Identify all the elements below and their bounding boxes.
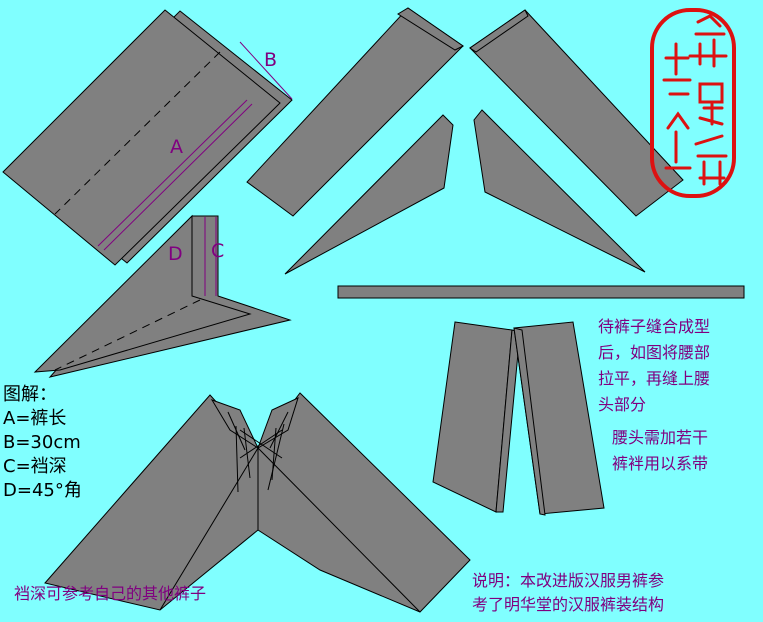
tie-left-2: [235, 425, 239, 493]
note-waist-flatten-line: 头部分: [598, 395, 647, 414]
crease-left: [159, 447, 259, 611]
legend-title: 图解：: [3, 384, 57, 405]
note-crotch-depth: 裆深可参考自己的其他裤子: [14, 584, 207, 603]
label-b: B: [264, 49, 278, 71]
fold-line-dashed-top: [54, 51, 221, 215]
dimension-line-a-inner: [97, 99, 248, 247]
crease-right: [257, 447, 421, 613]
label-d: D: [168, 243, 183, 265]
legend-line-a: A=裤长: [3, 408, 67, 429]
note-explanation: 说明：本改进版汉服男裤参 考了明华堂的汉服裤装结构: [472, 569, 664, 617]
panel-front-top-left: [2, 9, 281, 266]
corner-fold-front: [33, 214, 252, 373]
legend-line-b: B=30cm: [3, 432, 81, 453]
tie-right-2: [267, 423, 285, 491]
legend-line-c: C=裆深: [3, 456, 67, 477]
gore-left: [284, 114, 454, 275]
note-explanation-line: 考了明华堂的汉服裤装结构: [472, 595, 665, 614]
note-waist-flatten-line: 待裤子缝合成型: [598, 317, 711, 336]
leg-right-inner: [513, 327, 546, 516]
label-c: C: [211, 240, 225, 262]
dimension-line-b: [239, 41, 293, 100]
legend: 图解： A=裤长 B=30cm C=裆深 D=45°角: [3, 383, 82, 503]
seal-border: [650, 8, 736, 198]
waistband-strip: [337, 285, 745, 299]
tie-right-1: [269, 411, 289, 449]
note-explanation-line: 说明：本改进版汉服男裤参: [472, 571, 665, 590]
note-waist-flatten: 待裤子缝合成型 后，如图将腰部 拉平，再缝上腰 头部分: [598, 314, 710, 418]
tie-cross-2: [239, 429, 283, 459]
note-waist-ties-line: 裤袢用以系带: [612, 454, 709, 473]
tie-right-3: [271, 427, 277, 481]
panel-v-right-edge: [469, 9, 529, 53]
label-a: A: [170, 136, 183, 158]
note-waist-flatten-line: 拉平，再缝上腰: [598, 369, 711, 388]
seal-glyphs: [662, 14, 728, 186]
panel-v-left-edge: [397, 7, 464, 51]
dimension-line-a: [103, 103, 253, 251]
note-waist-ties-line: 腰头需加若干: [612, 428, 709, 447]
gore-right: [473, 109, 646, 273]
legend-line-d: D=45°角: [3, 480, 82, 501]
note-waist-ties: 腰头需加若干 裤袢用以系带: [612, 425, 708, 477]
note-waist-flatten-line: 后，如图将腰部: [598, 343, 711, 362]
